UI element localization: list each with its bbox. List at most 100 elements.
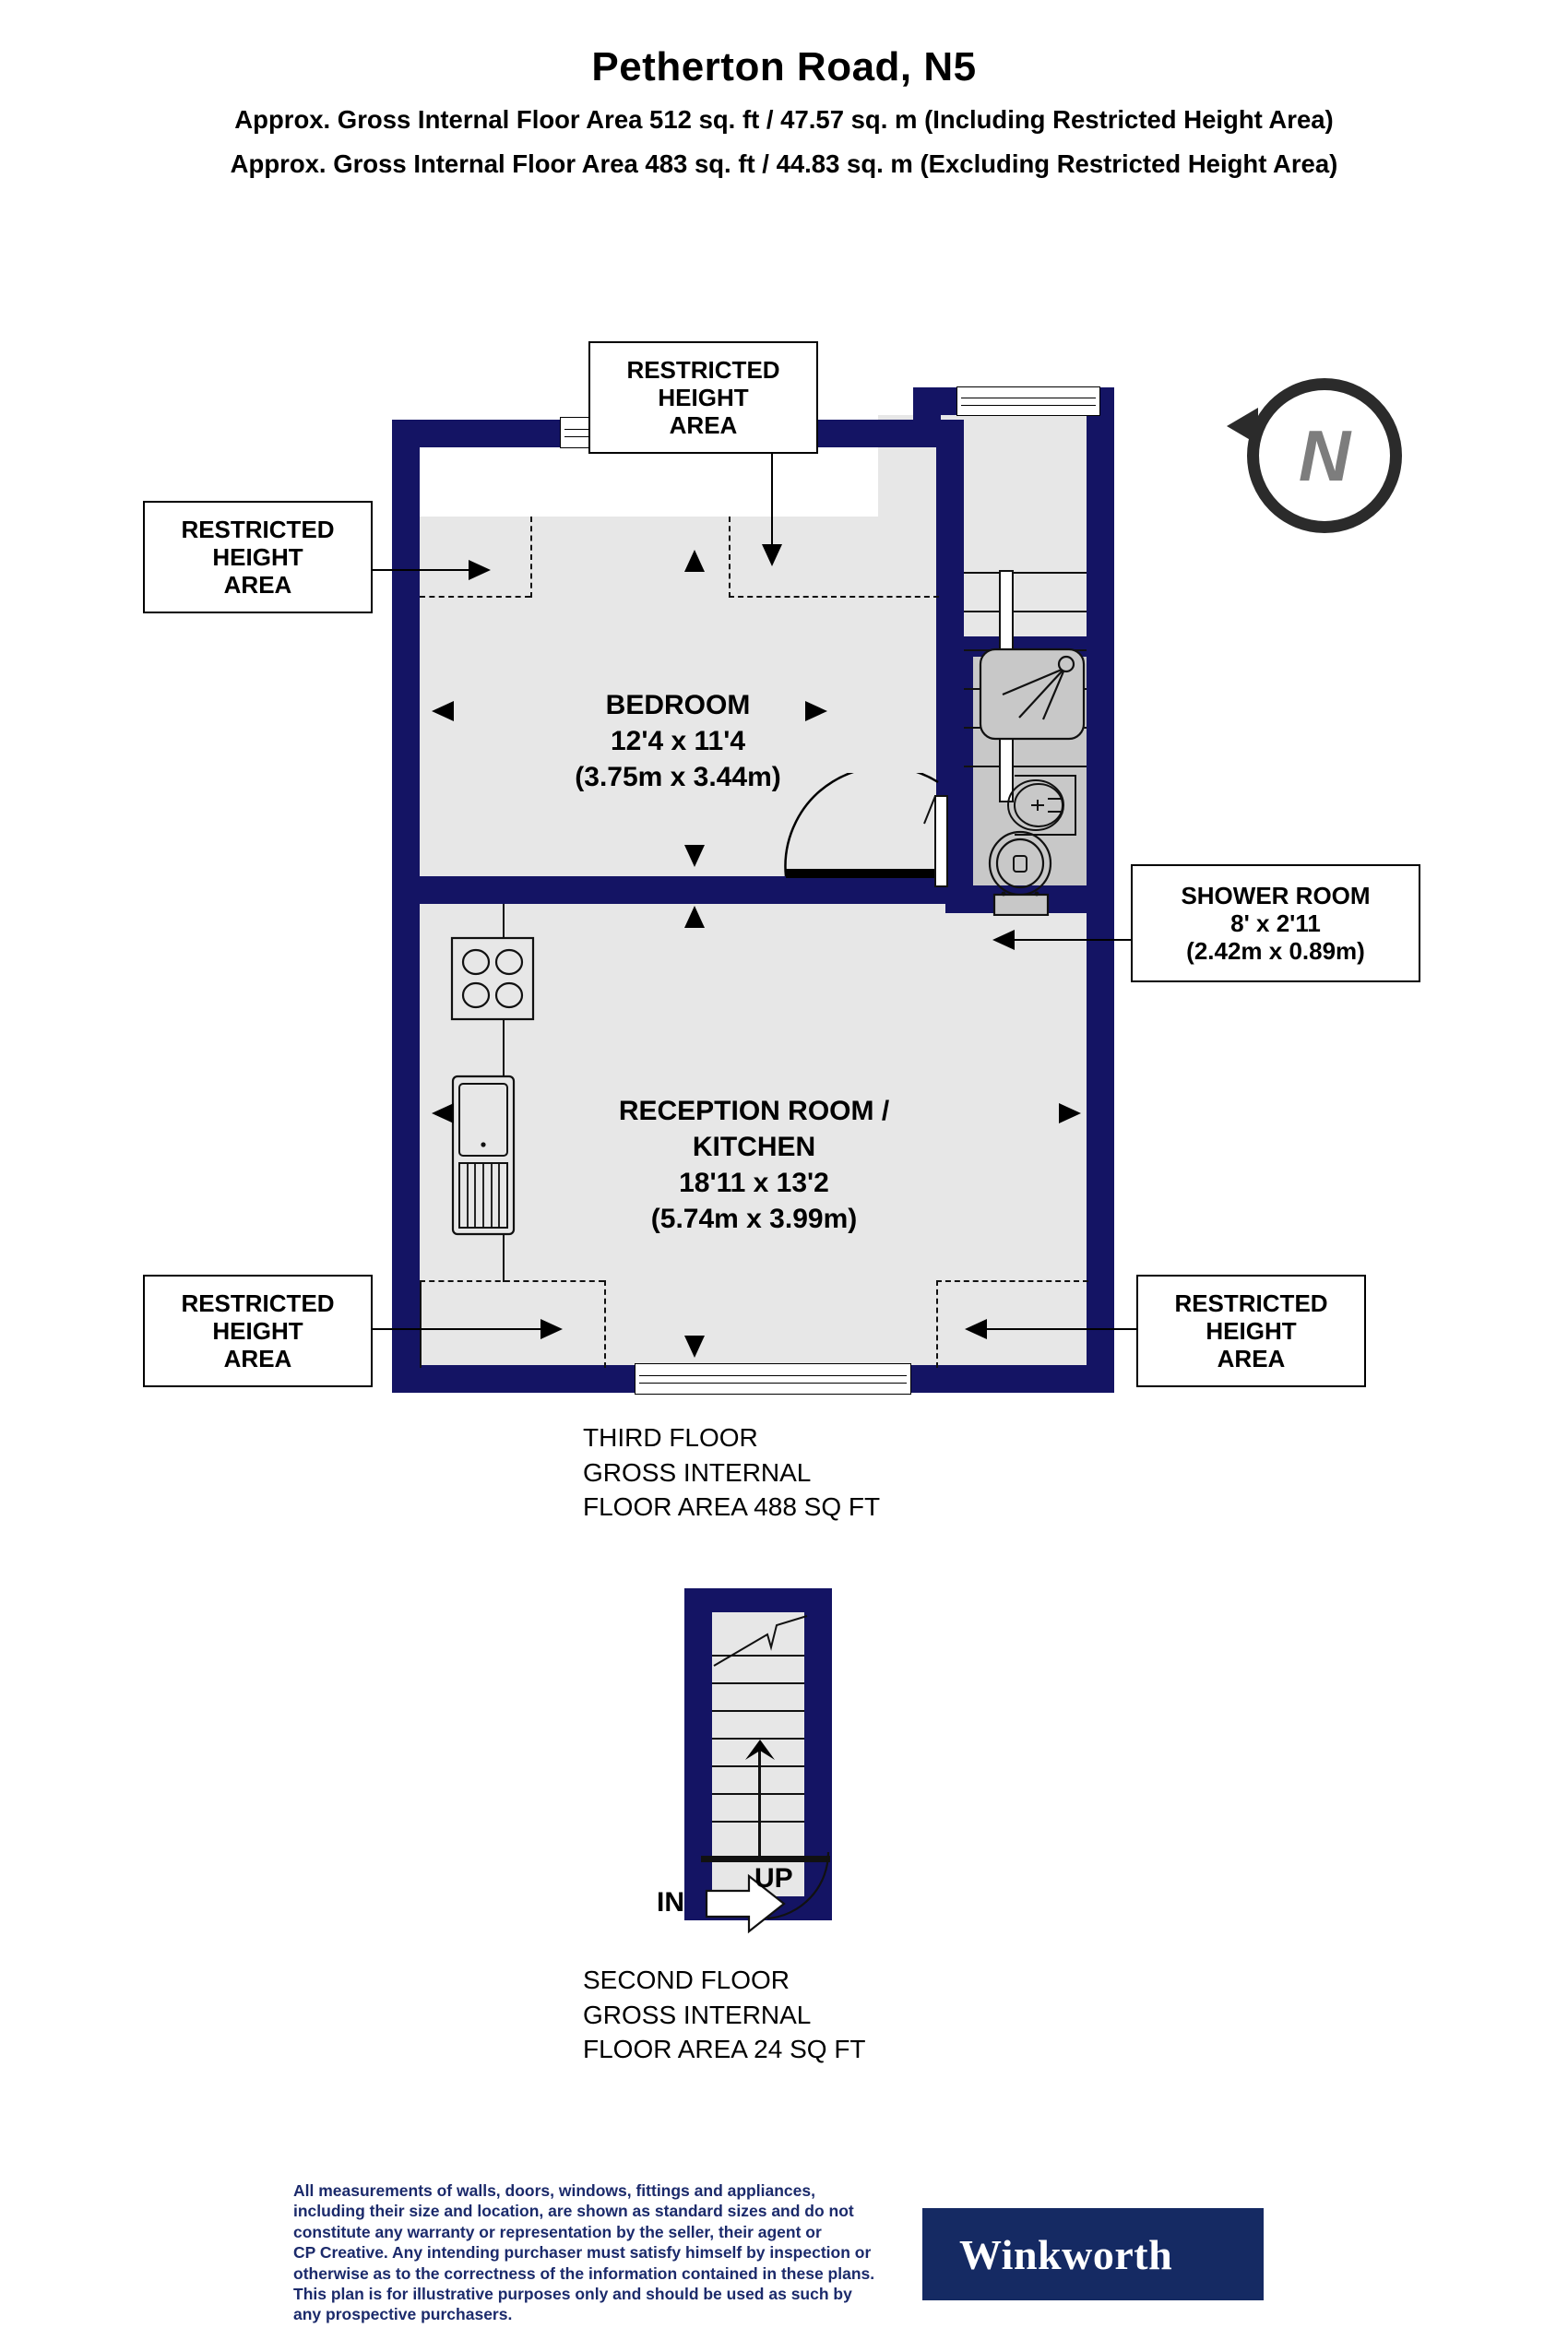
leader-restricted-right-lower bbox=[987, 1328, 1136, 1330]
restricted-dash-bedroom-left bbox=[420, 596, 530, 598]
restricted-dash-reception-left bbox=[420, 1280, 604, 1282]
compass-rose: N bbox=[1227, 378, 1402, 533]
wall-bedroom-bottom bbox=[392, 876, 936, 904]
restricted-dash-reception-left-v bbox=[604, 1280, 606, 1368]
leader-arrow-restricted-left-lower bbox=[540, 1319, 563, 1339]
in-label: IN bbox=[657, 1887, 684, 1918]
callout-restricted-right-lower-line1: RESTRICTED bbox=[1174, 1289, 1328, 1317]
callout-restricted-left-upper-line3: AREA bbox=[223, 571, 292, 600]
up-arrow-head-icon bbox=[745, 1740, 775, 1760]
leader-arrow-shower-room bbox=[992, 930, 1015, 950]
winkworth-logo-text: Winkworth bbox=[959, 2230, 1173, 2278]
callout-restricted-top-line1: RESTRICTED bbox=[626, 355, 780, 384]
third-floor-caption-line2: GROSS INTERNAL bbox=[583, 1457, 812, 1487]
callout-restricted-left-lower-line1: RESTRICTED bbox=[181, 1289, 335, 1317]
restricted-dash-bedroom-right-v bbox=[729, 517, 731, 598]
disclaimer-text: All measurements of walls, doors, window… bbox=[293, 2180, 902, 2325]
disclaimer-line-5: otherwise as to the correctness of the i… bbox=[293, 2263, 875, 2283]
callout-restricted-left-upper: RESTRICTED HEIGHT AREA bbox=[143, 501, 373, 613]
callout-shower-room: SHOWER ROOM 8' x 2'11 (2.42m x 0.89m) bbox=[1131, 864, 1420, 982]
shower-tray-icon bbox=[979, 647, 1086, 741]
callout-restricted-left-lower-line2: HEIGHT bbox=[212, 1316, 303, 1345]
wall-second-top bbox=[684, 1588, 832, 1612]
bedroom-name: BEDROOM bbox=[605, 690, 751, 720]
second-floor-caption: SECOND FLOOR GROSS INTERNAL FLOOR AREA 2… bbox=[583, 1963, 866, 2067]
reception-label-group: RECEPTION ROOM / KITCHEN 18'11 x 13'2 (5… bbox=[420, 1093, 1088, 1237]
third-floor-caption: THIRD FLOOR GROSS INTERNAL FLOOR AREA 48… bbox=[583, 1420, 880, 1525]
reception-width-arrow-right bbox=[1059, 1103, 1081, 1123]
wall-left bbox=[392, 420, 420, 1393]
wall-second-left bbox=[684, 1588, 712, 1920]
leader-shower-room bbox=[1015, 939, 1131, 941]
wash-basin-icon bbox=[1007, 775, 1076, 836]
toilet-icon bbox=[988, 830, 1052, 916]
second-floor-caption-line1: SECOND FLOOR bbox=[583, 1966, 790, 1994]
stair-bottom-nosing bbox=[701, 1856, 830, 1862]
leader-restricted-left-upper bbox=[369, 569, 480, 571]
reception-name-line1: RECEPTION ROOM / bbox=[618, 1096, 890, 1126]
compass-north-letter: N bbox=[1298, 414, 1351, 496]
bedroom-dimensions-imperial: 12'4 x 11'4 bbox=[610, 726, 746, 756]
callout-restricted-left-lower: RESTRICTED HEIGHT AREA bbox=[143, 1275, 373, 1387]
reception-dimensions-metric: (5.74m x 3.99m) bbox=[650, 1204, 858, 1234]
leader-arrow-restricted-left-upper bbox=[469, 560, 491, 580]
winkworth-logo: Winkworth bbox=[922, 2208, 1264, 2300]
bedroom-dimensions-metric: (3.75m x 3.44m) bbox=[575, 762, 781, 792]
door-shower-room bbox=[923, 795, 948, 887]
callout-restricted-top: RESTRICTED HEIGHT AREA bbox=[588, 341, 818, 454]
callout-restricted-top-line3: AREA bbox=[669, 411, 738, 440]
restricted-dash-reception-right-v bbox=[936, 1280, 938, 1368]
disclaimer-line-7: any prospective purchasers. bbox=[293, 2305, 513, 2324]
third-floor-caption-line3: FLOOR AREA 488 SQ FT bbox=[583, 1492, 881, 1522]
area-including-restricted: Approx. Gross Internal Floor Area 512 sq… bbox=[234, 105, 1334, 134]
bedroom-floor-fill bbox=[420, 517, 936, 904]
disclaimer-line-1: All measurements of walls, doors, window… bbox=[293, 2181, 815, 2200]
callout-restricted-right-lower-line2: HEIGHT bbox=[1206, 1316, 1297, 1345]
shower-room-dimensions-metric: (2.42m x 0.89m) bbox=[1186, 937, 1365, 966]
reception-dimensions-imperial: 18'11 x 13'2 bbox=[679, 1168, 829, 1198]
leader-arrow-restricted-top bbox=[762, 544, 782, 566]
kitchen-counter-edge bbox=[420, 1280, 422, 1368]
plan-header: Petherton Road, N5 Approx. Gross Interna… bbox=[0, 0, 1568, 179]
restricted-dash-reception-right bbox=[936, 1280, 1088, 1282]
up-label: UP bbox=[754, 1863, 793, 1894]
reception-height-arrow-down bbox=[684, 1336, 705, 1358]
restricted-dash-bedroom-left-v bbox=[530, 517, 532, 598]
window-stair-top bbox=[956, 386, 1100, 416]
callout-restricted-left-lower-line3: AREA bbox=[223, 1345, 292, 1373]
second-floor-caption-line2: GROSS INTERNAL bbox=[583, 2000, 812, 2029]
shower-room-name: SHOWER ROOM bbox=[1181, 881, 1371, 909]
callout-restricted-top-line2: HEIGHT bbox=[658, 383, 749, 411]
reception-height-arrow-up bbox=[684, 906, 705, 928]
shower-room-dimensions-imperial: 8' x 2'11 bbox=[1230, 909, 1321, 937]
callout-restricted-right-lower: RESTRICTED HEIGHT AREA bbox=[1136, 1275, 1366, 1387]
door-leaf-bedroom bbox=[786, 869, 936, 878]
bedroom-height-arrow-up bbox=[684, 550, 705, 572]
bedroom-width-arrow-left bbox=[432, 701, 454, 721]
reception-name-line2: KITCHEN bbox=[692, 1132, 816, 1162]
reception-width-arrow-left bbox=[432, 1103, 454, 1123]
compass-needle-icon bbox=[1227, 408, 1258, 445]
window-reception-bottom bbox=[635, 1363, 911, 1395]
area-excluding-restricted: Approx. Gross Internal Floor Area 483 sq… bbox=[230, 149, 1338, 178]
disclaimer-line-2: including their size and location, are s… bbox=[293, 2202, 854, 2221]
leader-restricted-top bbox=[771, 450, 773, 548]
second-floor-caption-line3: FLOOR AREA 24 SQ FT bbox=[583, 2035, 866, 2064]
entry-door-arc bbox=[766, 1851, 830, 1920]
sink-with-drainer-icon bbox=[451, 1075, 516, 1236]
leader-restricted-left-lower bbox=[369, 1328, 553, 1330]
third-floor-caption-line1: THIRD FLOOR bbox=[583, 1423, 758, 1452]
entry-arrow-icon bbox=[705, 1873, 786, 1934]
bedroom-height-arrow-down bbox=[684, 845, 705, 867]
callout-restricted-left-upper-line2: HEIGHT bbox=[212, 542, 303, 571]
restricted-dash-bedroom-right bbox=[729, 596, 939, 598]
leader-arrow-restricted-right-lower bbox=[965, 1319, 987, 1339]
disclaimer-line-4: CP Creative. Any intending purchaser mus… bbox=[293, 2243, 872, 2263]
callout-restricted-right-lower-line3: AREA bbox=[1217, 1345, 1286, 1373]
disclaimer-line-6: This plan is for illustrative purposes o… bbox=[293, 2284, 852, 2303]
stair-break-symbol-icon bbox=[713, 1615, 808, 1667]
bedroom-label-group: BEDROOM 12'4 x 11'4 (3.75m x 3.44m) bbox=[420, 687, 936, 795]
hob-icon bbox=[450, 936, 535, 1021]
up-arrow-shaft bbox=[758, 1751, 761, 1859]
bedroom-width-arrow-right bbox=[805, 701, 827, 721]
